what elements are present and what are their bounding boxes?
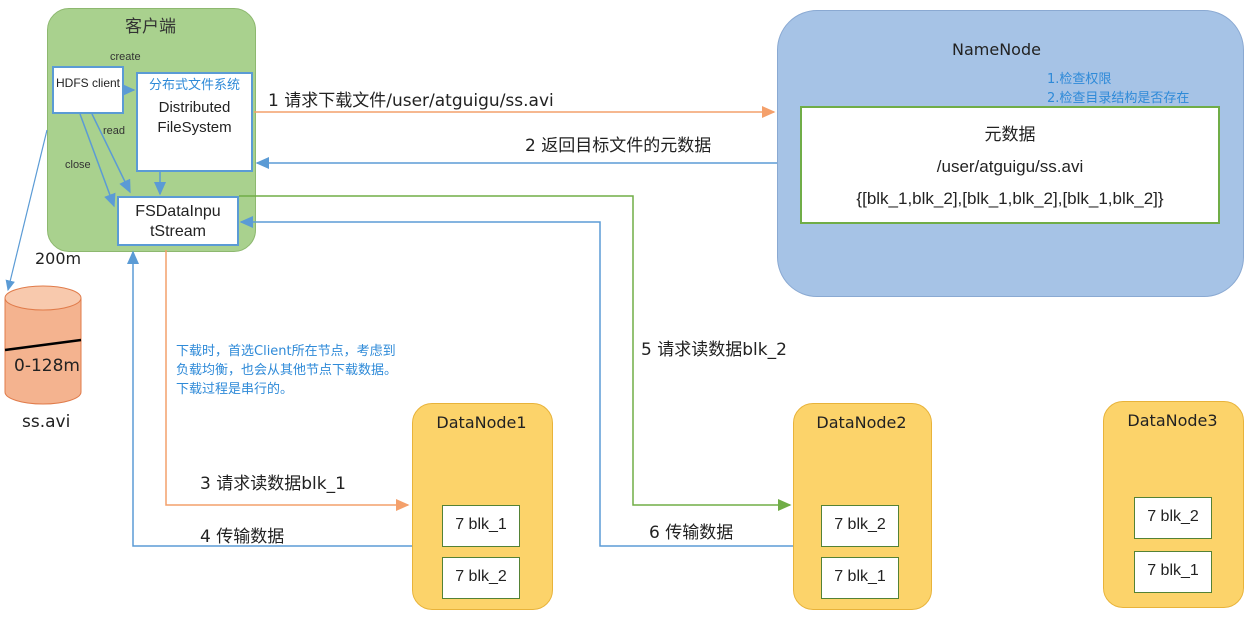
- file-range-label: 0-128m: [14, 356, 80, 376]
- dfs-cn-label: 分布式文件系统: [148, 78, 240, 93]
- close-label: close: [65, 159, 91, 171]
- datanode2-block2: 7 blk_1: [821, 557, 899, 599]
- note-line1: 下载时，首选Client所在节点，考虑到: [176, 344, 396, 359]
- datanode2-title: DataNode2: [816, 413, 907, 432]
- dfs-line2: FileSystem: [157, 119, 232, 136]
- metadata-title: 元数据: [984, 125, 1036, 144]
- step4-label: 4 传输数据: [200, 527, 285, 547]
- datanode3-title: DataNode3: [1127, 411, 1218, 430]
- namenode-check2: 2.检查目录结构是否存在: [1047, 91, 1190, 106]
- fsin-line1: FSDataInpu: [135, 203, 221, 220]
- hdfs-client-box[interactable]: HDFS client: [52, 66, 124, 114]
- datanode1-title: DataNode1: [436, 413, 527, 432]
- step1-label: 1 请求下载文件/user/atguigu/ss.avi: [268, 91, 554, 111]
- datanode1-block1: 7 blk_1: [442, 505, 520, 547]
- distributed-filesystem-box[interactable]: Distributed FileSystem: [136, 72, 253, 172]
- read-label: read: [103, 125, 126, 137]
- file-name-label: ss.avi: [22, 412, 71, 432]
- step5-label: 5 请求读数据blk_2: [641, 340, 787, 360]
- note-line3: 下载过程是串行的。: [176, 382, 294, 397]
- datanode1-block2: 7 blk_2: [442, 557, 520, 599]
- create-label: create: [110, 51, 141, 63]
- step6-label: 6 传输数据: [649, 523, 734, 543]
- namenode-title: NameNode: [952, 40, 1041, 59]
- metadata-path: /user/atguigu/ss.avi: [936, 157, 1084, 176]
- dfs-line1: Distributed: [158, 99, 231, 116]
- datanode3-block2: 7 blk_1: [1134, 551, 1212, 593]
- metadata-box: 元数据 /user/atguigu/ss.avi {[blk_1,blk_2],…: [800, 106, 1220, 224]
- step3-label: 3 请求读数据blk_1: [200, 474, 346, 494]
- file-size-label: 200m: [35, 249, 82, 268]
- download-note: 下载时，首选Client所在节点，考虑到 负载均衡，也会从其他节点下载数据。 下…: [176, 342, 397, 399]
- namenode-check1: 1.检查权限: [1047, 72, 1112, 87]
- client-title: 客户端: [125, 17, 176, 37]
- file-cylinder: [4, 285, 82, 405]
- metadata-blocks: {[blk_1,blk_2],[blk_1,blk_2],[blk_1,blk_…: [856, 189, 1164, 208]
- note-line2: 负载均衡，也会从其他节点下载数据。: [176, 363, 398, 378]
- step2-label: 2 返回目标文件的元数据: [525, 136, 712, 156]
- datanode2-block1: 7 blk_2: [821, 505, 899, 547]
- datanode3-block1: 7 blk_2: [1134, 497, 1212, 539]
- fsdatainputstream-box[interactable]: FSDataInpu tStream: [117, 196, 239, 246]
- fsin-line2: tStream: [149, 223, 206, 240]
- hdfs-client-label: HDFS client: [55, 76, 120, 90]
